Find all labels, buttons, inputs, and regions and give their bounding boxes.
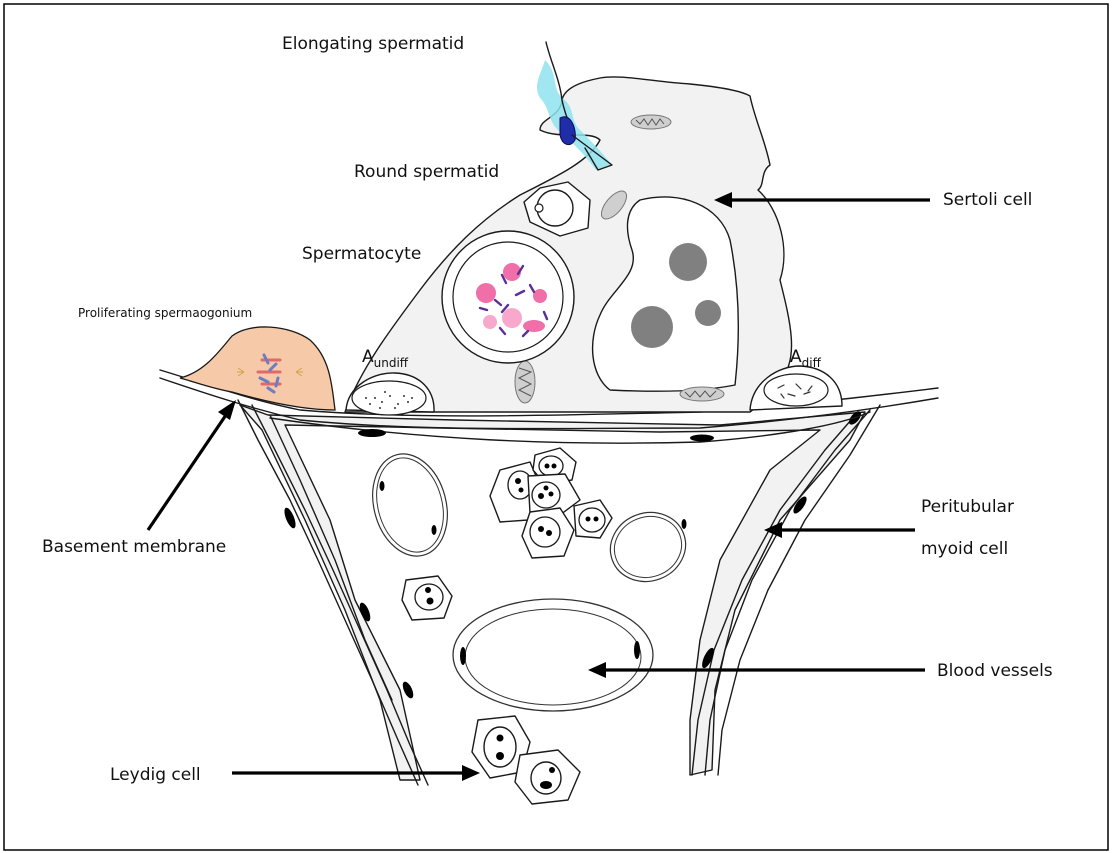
proliferating-spermatogonium: [180, 327, 335, 410]
basement-membrane-arrow: [148, 400, 236, 530]
label-sertoli-cell: Sertoli cell: [943, 190, 1032, 210]
label-elongating-spermatid: Elongating spermatid: [282, 34, 464, 54]
label-proliferating-spermatogonium: Proliferating spermaogonium: [78, 306, 252, 320]
peritubular-myoid-cell-arrow: [764, 522, 915, 538]
label-round-spermatid: Round spermatid: [354, 162, 499, 182]
nucleolus: [695, 300, 721, 326]
label-myoid-cell: myoid cell: [921, 539, 1008, 559]
label-blood-vessels: Blood vessels: [937, 661, 1053, 681]
spermatocyte: [442, 231, 574, 363]
leydig-cell: [472, 716, 580, 804]
nucleolus: [669, 243, 707, 281]
blood-vessels-arrow: [588, 662, 925, 678]
label-basement-membrane: Basement membrane: [42, 537, 226, 557]
leydig-cell-arrow: [232, 765, 480, 781]
nucleolus: [631, 306, 673, 348]
label-spermatocyte: Spermatocyte: [302, 244, 421, 264]
label-leydig-cell: Leydig cell: [110, 765, 201, 785]
label-peritubular: Peritubular: [921, 497, 1014, 517]
label-a-diff: Adiff: [790, 347, 822, 370]
